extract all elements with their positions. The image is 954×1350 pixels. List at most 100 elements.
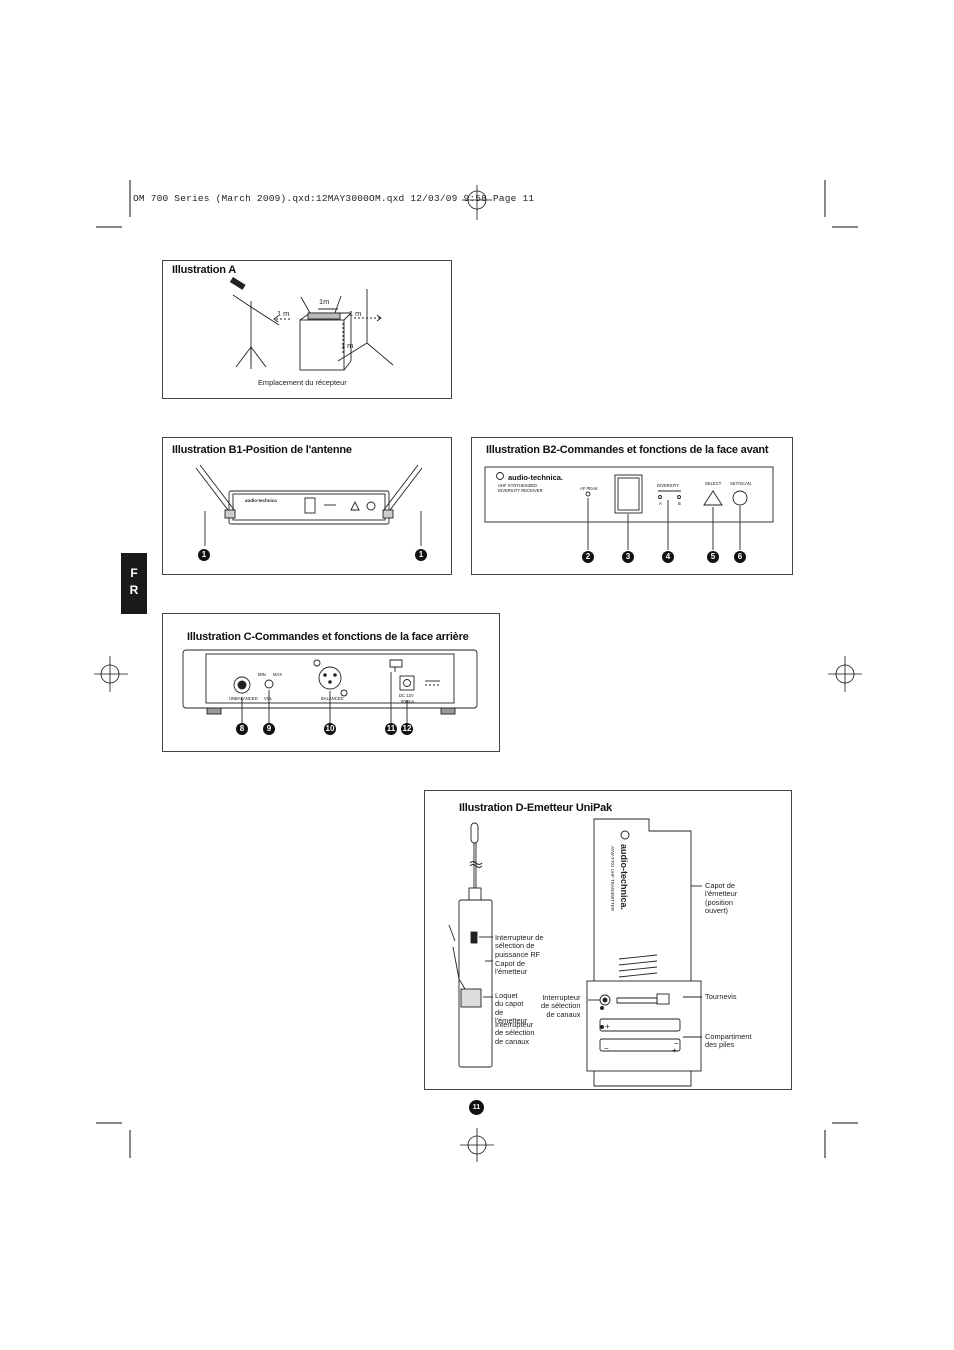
callout-1-left: 1: [198, 549, 210, 561]
cover-open-label: Capot de l'émetteur (position ouvert): [705, 881, 738, 916]
illustration-a-panel: Illustration A: [162, 260, 452, 399]
set-scan-label: SET/SCAN: [730, 481, 751, 486]
callout-8: 8: [236, 723, 248, 735]
cover-label: Capot de l'émetteur: [495, 959, 528, 977]
latch-line4: l'émetteur: [495, 1016, 528, 1026]
svg-text:audio-technica: audio-technica: [245, 498, 277, 503]
channel-switch-right-label: Interrupteur de sélection de canaux: [541, 993, 581, 1019]
front-panel-drawing: [484, 466, 774, 550]
antenna-left-icon: [195, 464, 236, 519]
microphone-stand-icon: [229, 276, 280, 369]
latch-line3: de: [495, 1007, 504, 1017]
xlr-connector-icon: [318, 666, 342, 690]
transmitter-side-view: [448, 822, 493, 1068]
illustration-b1-panel: Illustration B1-Position de l'antenne: [162, 437, 452, 575]
diversity-label: DIVERSITY: [657, 483, 680, 488]
illustration-d-panel: Illustration D-Emetteur UniPak: [424, 790, 792, 1090]
battery-minus-bottom: −: [604, 1044, 609, 1053]
b2-model-line2: DIVERSITY RECEIVER: [498, 488, 543, 493]
antenna-position-drawing: audio-technica: [195, 464, 423, 546]
registration-mark-left: [94, 656, 128, 692]
channel-left-line3: de canaux: [495, 1036, 530, 1046]
illustration-a-caption: Emplacement du récepteur: [258, 378, 347, 387]
latch-line2: du capot: [495, 999, 524, 1009]
illustration-d-title: Illustration D-Emetteur UniPak: [459, 802, 612, 814]
battery-plus-bottom: +: [672, 1046, 677, 1055]
channel-right-line1: Interrupteur: [542, 993, 581, 1002]
cover-open-line1: Capot de: [705, 881, 735, 890]
vol-max-label: MAX: [273, 672, 283, 677]
dc-rating-label: 500mA: [401, 699, 415, 704]
unipak-drawing: audio-technica. ATW-T701 UHF TRANSMITTER…: [448, 818, 702, 1087]
slug-line: OM 700 Series (March 2009).qxd:12MAY3000…: [133, 193, 535, 204]
receiver-body: [228, 490, 390, 525]
channel-switch-left-label: Interrupteur de sélection de canaux: [495, 1020, 535, 1046]
callout-2: 2: [582, 551, 594, 563]
screwdriver-label: Tournevis: [705, 992, 737, 1001]
af-peak-label: AF PEAK: [580, 486, 598, 491]
illustration-b1-title: Illustration B1-Position de l'antenne: [172, 444, 352, 456]
language-tab: F R: [121, 553, 147, 614]
channel-left-line1: Interrupteur: [495, 1020, 534, 1029]
registration-mark-top: [462, 185, 492, 220]
callout-3: 3: [622, 551, 634, 563]
illustration-b2-panel: Illustration B2-Commandes et fonctions d…: [471, 437, 793, 575]
select-label: SELECT: [705, 481, 722, 486]
rf-switch-line2: sélection de: [495, 941, 535, 951]
diversity-a-label: A: [659, 501, 662, 506]
channel-right-line2: de sélection: [541, 1001, 581, 1011]
channel-left-line2: de sélection: [495, 1028, 535, 1038]
registration-mark-right: [828, 656, 862, 692]
callout-4: 4: [662, 551, 674, 563]
cover-open-line2: l'émetteur: [705, 889, 738, 899]
balanced-label: BALANCED: [321, 696, 344, 701]
registration-mark-bottom: [460, 1128, 494, 1162]
diversity-b-label: B: [678, 501, 681, 506]
cable-clip-icon: [389, 659, 403, 672]
cover-line2: l'émetteur: [495, 967, 528, 977]
channel-right-line3: de canaux: [546, 1009, 581, 1019]
screwdriver-line1: Tournevis: [705, 992, 737, 1001]
b2-model-line1: UHF SYNTHESIZED: [498, 483, 538, 488]
rf-switch-line1: Interrupteur de: [495, 933, 544, 942]
receiver-placement-drawing: [229, 276, 394, 371]
brand-logo-icon: [496, 472, 504, 480]
callout-1-right: 1: [415, 549, 427, 561]
illustration-c-title: Illustration C-Commandes et fonctions de…: [187, 631, 469, 643]
battery-plus-mark: +: [605, 1022, 610, 1031]
callout-5: 5: [707, 551, 719, 563]
dimension-down-label: 1 m: [341, 341, 354, 350]
rf-switch-label: Interrupteur de sélection de puissance R…: [495, 933, 544, 959]
language-tab-letter-f: F: [130, 566, 138, 580]
b2-brand: audio-technica.: [508, 473, 564, 482]
dimension-left-label: 1 m: [277, 309, 290, 318]
unbalanced-label: UNBALANCED: [229, 696, 258, 701]
callout-12: 12: [401, 723, 413, 735]
display-window: [614, 474, 643, 514]
unbalanced-jack-icon: [233, 676, 251, 694]
vol-min-label: MIN: [258, 672, 266, 677]
antenna-right-icon: [382, 464, 423, 519]
callout-11: 11: [385, 723, 397, 735]
receiver-cabinet: [299, 295, 352, 371]
dc-jack-icon: [399, 675, 415, 691]
set-scan-button-icon: [732, 490, 748, 506]
battery-line1: Compartiment: [705, 1032, 752, 1041]
dimension-right-label: 1 m: [349, 309, 362, 318]
language-tab-letter-r: R: [129, 583, 139, 597]
page-number: 11: [469, 1100, 484, 1115]
brand-vertical: audio-technica.: [619, 844, 629, 910]
latch-line1: Loquet: [495, 991, 518, 1000]
illustration-b2-title: Illustration B2-Commandes et fonctions d…: [486, 444, 769, 456]
dimension-top-label: 1m: [319, 297, 330, 306]
transmitter-front-view: [586, 818, 702, 1087]
rf-switch-line3: puissance RF: [495, 949, 541, 959]
callout-10: 10: [324, 723, 336, 735]
transmitter-model-vertical: ATW-T701 UHF TRANSMITTER: [610, 846, 615, 912]
af-peak-led-icon: [585, 491, 591, 497]
cover-open-line4: ouvert): [705, 906, 729, 916]
front-panel-outline: [484, 466, 774, 523]
callout-6: 6: [734, 551, 746, 563]
rear-panel-drawing: [182, 649, 478, 724]
